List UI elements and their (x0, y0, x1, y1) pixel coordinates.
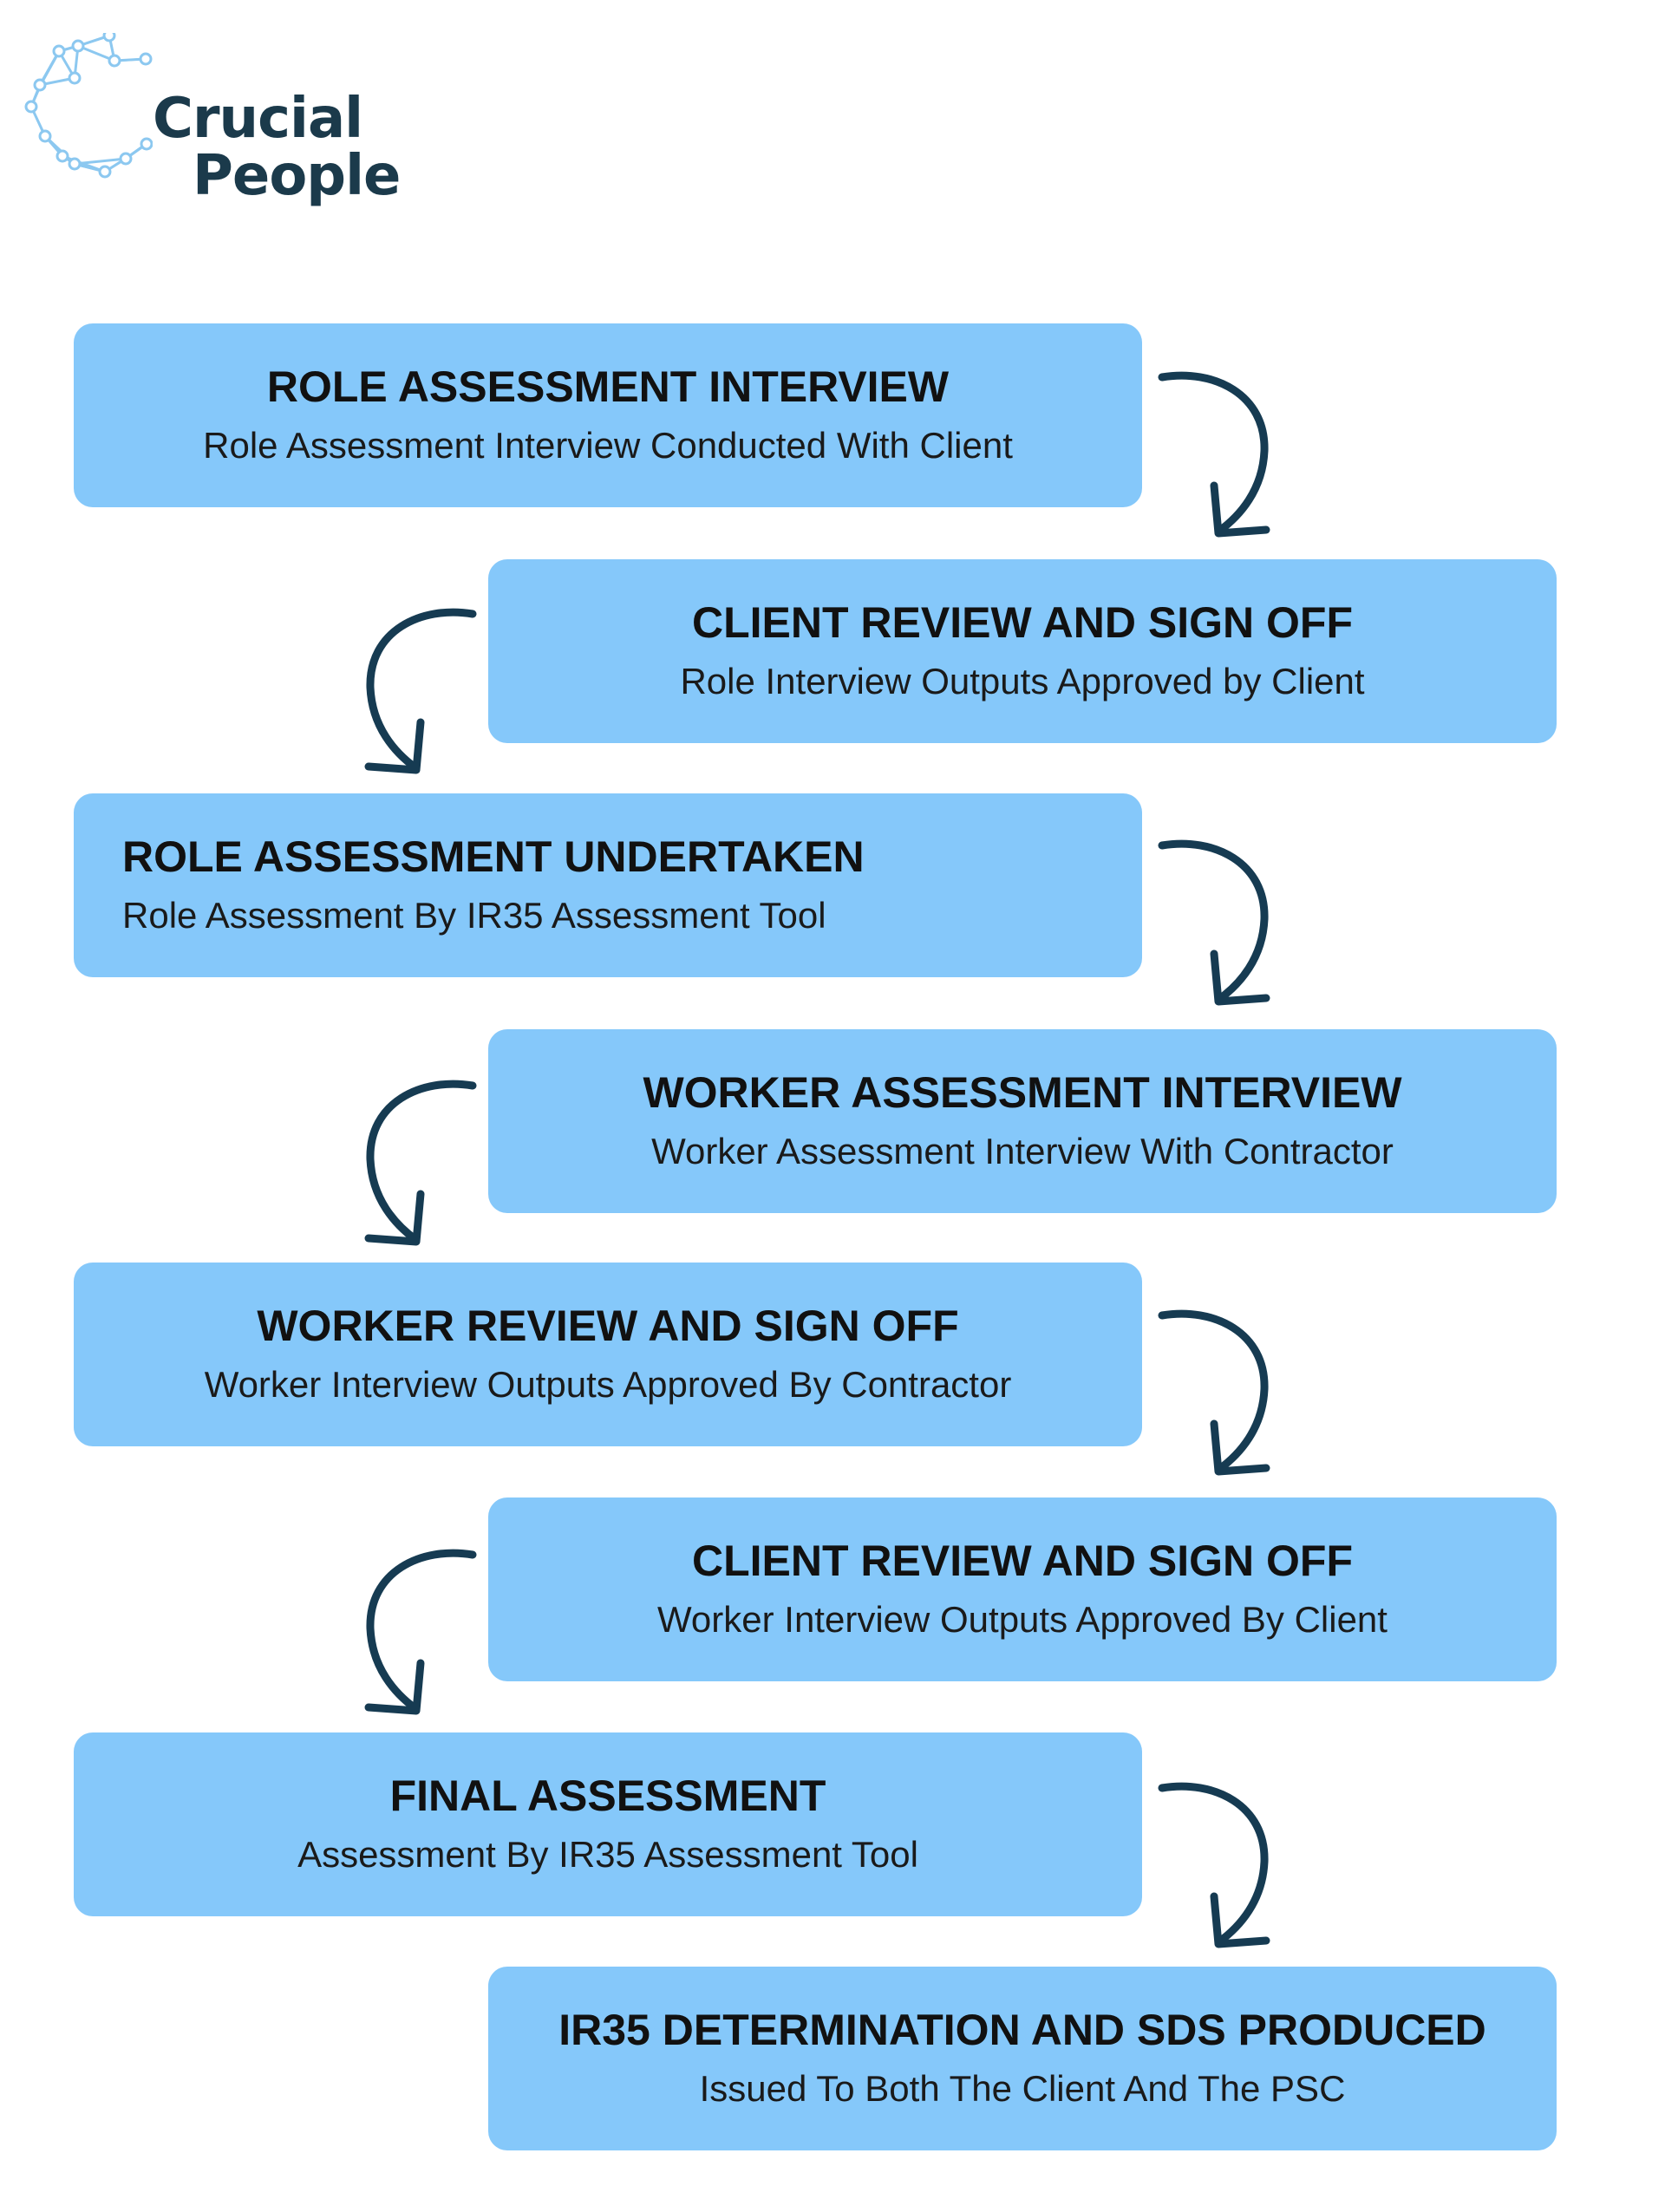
curved-arrow-down-left-icon (1158, 839, 1270, 1006)
network-c-icon (24, 29, 153, 179)
step-subtitle: Role Assessment By IR35 Assessment Tool (122, 895, 826, 936)
step-worker-assessment-interview: WORKER ASSESSMENT INTERVIEW Worker Asses… (488, 1029, 1557, 1213)
step-role-assessment-interview: ROLE ASSESSMENT INTERVIEW Role Assessmen… (74, 323, 1142, 507)
step-client-review-sign-off-1: CLIENT REVIEW AND SIGN OFF Role Intervie… (488, 559, 1557, 743)
curved-arrow-down-left-icon (1158, 1309, 1270, 1476)
curved-arrow-down-right-icon (364, 608, 477, 774)
brand-name: Crucial People (153, 87, 401, 208)
brand-name-line2: People (193, 144, 401, 208)
step-title: IR35 DETERMINATION AND SDS PRODUCED (558, 2006, 1486, 2054)
step-subtitle: Role Interview Outputs Approved by Clien… (680, 661, 1365, 701)
step-subtitle: Worker Interview Outputs Approved By Con… (204, 1364, 1012, 1405)
step-final-assessment: FINAL ASSESSMENT Assessment By IR35 Asse… (74, 1732, 1142, 1916)
step-subtitle: Worker Interview Outputs Approved By Cli… (657, 1599, 1388, 1640)
step-subtitle: Worker Assessment Interview With Contrac… (651, 1131, 1394, 1171)
logo: Crucial People (23, 29, 401, 215)
step-title: ROLE ASSESSMENT INTERVIEW (266, 362, 950, 411)
step-title: WORKER REVIEW AND SIGN OFF (257, 1302, 959, 1350)
step-ir35-determination: IR35 DETERMINATION AND SDS PRODUCED Issu… (488, 1967, 1557, 2150)
step-role-assessment-undertaken: ROLE ASSESSMENT UNDERTAKEN Role Assessme… (74, 793, 1142, 977)
step-title: CLIENT REVIEW AND SIGN OFF (691, 598, 1354, 647)
step-title: ROLE ASSESSMENT UNDERTAKEN (122, 832, 865, 881)
curved-arrow-down-right-icon (364, 1080, 477, 1246)
step-title: WORKER ASSESSMENT INTERVIEW (643, 1068, 1402, 1117)
step-title: CLIENT REVIEW AND SIGN OFF (691, 1537, 1354, 1585)
step-worker-review-sign-off: WORKER REVIEW AND SIGN OFF Worker Interv… (74, 1263, 1142, 1446)
step-client-review-sign-off-2: CLIENT REVIEW AND SIGN OFF Worker Interv… (488, 1498, 1557, 1681)
curved-arrow-down-left-icon (1158, 1782, 1270, 1948)
brand-name-line1: Crucial (153, 87, 363, 151)
curved-arrow-down-right-icon (364, 1549, 477, 1715)
step-title: FINAL ASSESSMENT (389, 1772, 826, 1820)
step-subtitle: Role Assessment Interview Conducted With… (203, 425, 1013, 466)
curved-arrow-down-left-icon (1158, 371, 1270, 538)
step-subtitle: Assessment By IR35 Assessment Tool (297, 1834, 918, 1875)
step-subtitle: Issued To Both The Client And The PSC (699, 2068, 1346, 2109)
